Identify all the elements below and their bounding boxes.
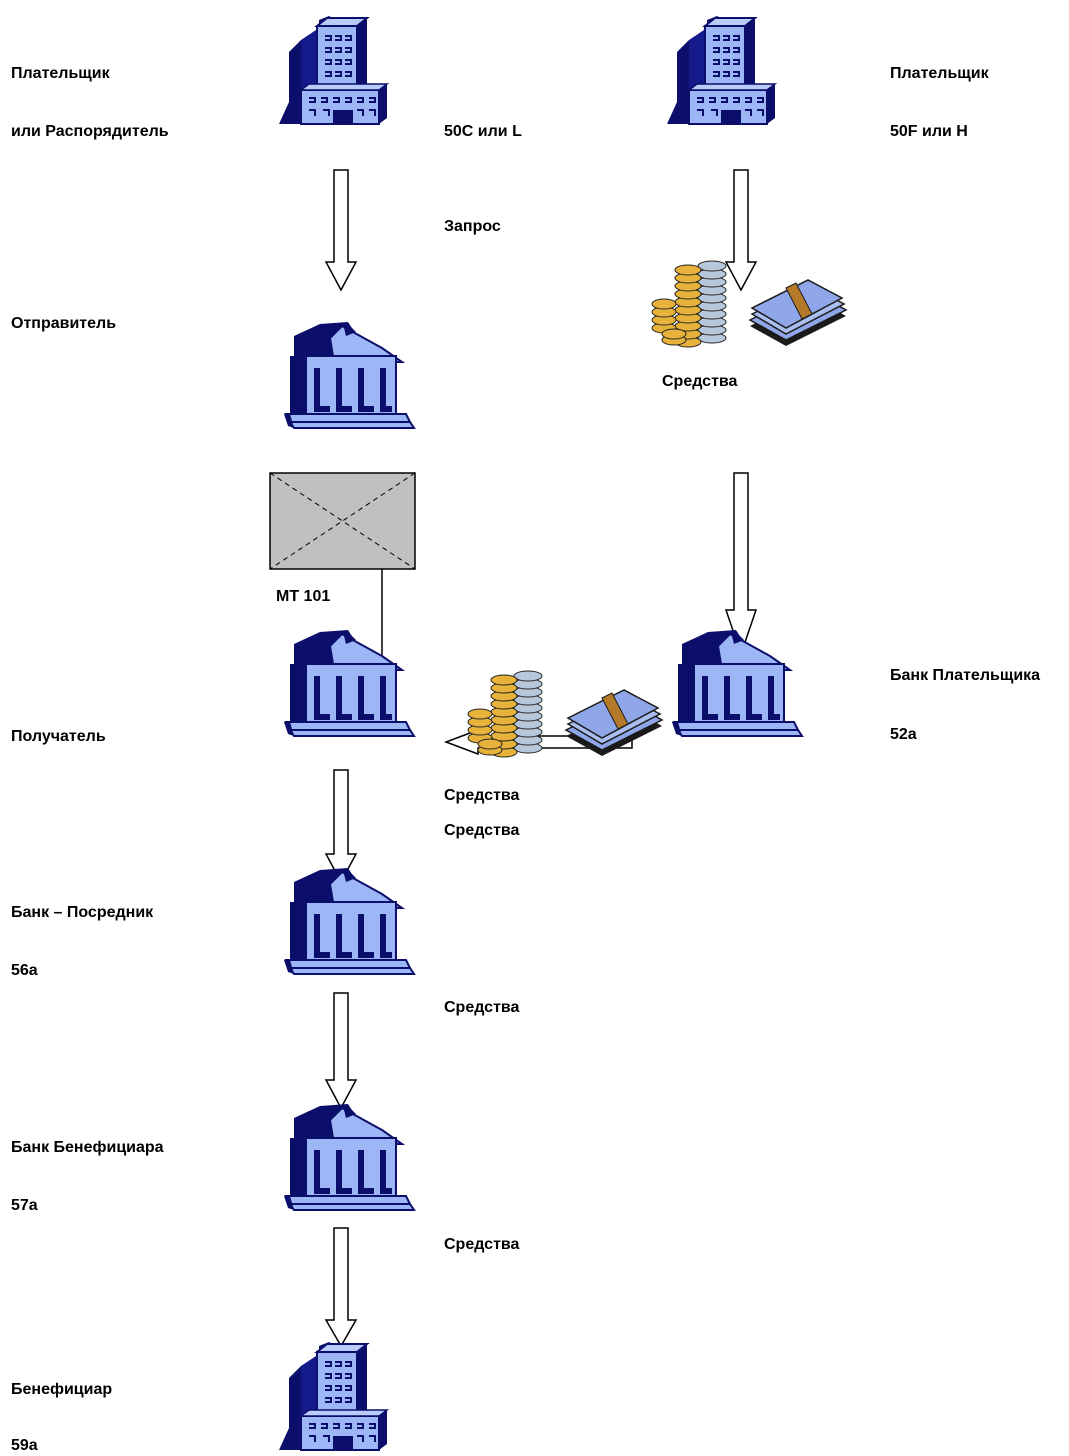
field-56a-label: 56а — [11, 962, 38, 979]
payer-left-label: Плательщик — [11, 65, 110, 82]
receiver-label: Получатель — [11, 728, 106, 745]
funds-label-top: Средства — [662, 373, 738, 390]
payer-bank-label: Банк Плательщика — [890, 667, 1041, 684]
field-52a-label: 52а — [890, 726, 917, 743]
mt101-label: MT 101 — [276, 588, 331, 605]
instructing-party-label: или Распорядитель — [11, 123, 169, 140]
bank-icon — [671, 629, 803, 737]
bank-icon — [283, 321, 415, 429]
arrow-payer-right-to-funds — [724, 169, 758, 292]
sender-label: Отправитель — [11, 315, 117, 332]
funds-label-1: Средства — [444, 787, 520, 804]
payer-right-label: Плательщик — [890, 65, 989, 82]
funds-label-2: Средства — [444, 822, 520, 839]
request-label: Запрос — [444, 218, 501, 235]
field-50c-label: 50С или L — [444, 123, 522, 140]
arrow-receiver-to-intermediary — [324, 769, 358, 884]
bank-icon — [283, 1103, 415, 1211]
office-building-icon — [278, 15, 388, 125]
funds-label-3: Средства — [444, 999, 520, 1016]
field-57a-label: 57а — [11, 1197, 38, 1214]
message-envelope-icon — [269, 472, 416, 660]
intermediary-bank-label: Банк – Посредник — [11, 904, 154, 921]
office-building-icon — [666, 15, 776, 125]
arrow-intermediary-to-beneficiary-bank — [324, 992, 358, 1110]
arrow-beneficiary-bank-to-beneficiary — [324, 1227, 358, 1348]
arrow-funds-to-payer-bank — [724, 472, 758, 657]
arrow-payer-to-sender — [324, 169, 358, 292]
bank-icon — [283, 629, 415, 737]
beneficiary-label: Бенефициар — [11, 1381, 113, 1398]
office-building-icon — [278, 1341, 388, 1451]
field-50f-label: 50F или H — [890, 123, 968, 140]
beneficiary-bank-label: Банк Бенефициара — [11, 1139, 164, 1156]
funds-label-4: Средства — [444, 1236, 520, 1253]
bank-icon — [283, 867, 415, 975]
field-59a-label: 59а — [11, 1437, 38, 1454]
